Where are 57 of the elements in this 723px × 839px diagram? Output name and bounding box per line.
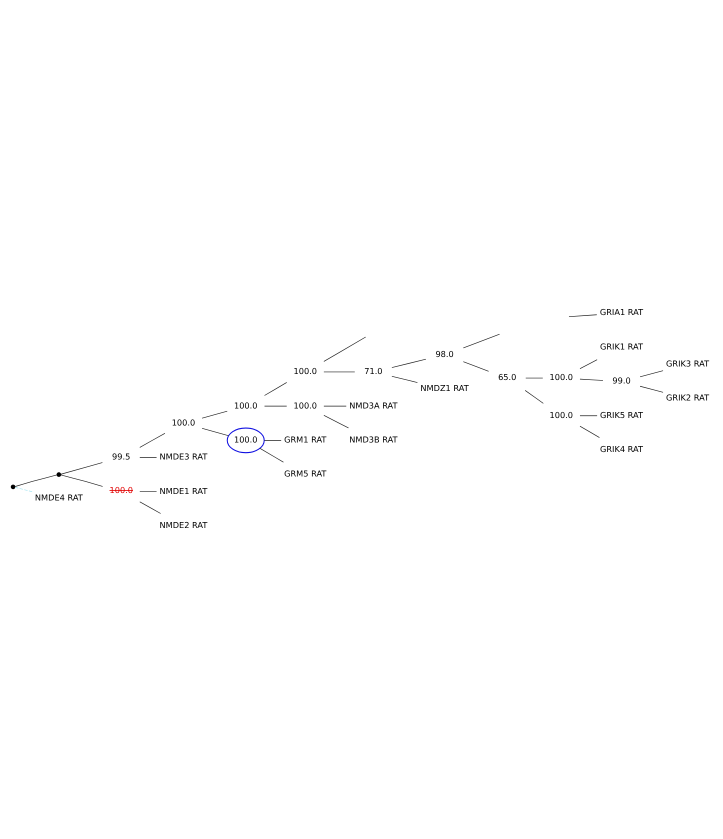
connector	[580, 378, 604, 381]
connector	[60, 474, 103, 487]
node-text: GRM1 RAT	[284, 434, 326, 444]
connector	[14, 486, 32, 492]
node-text: GRIK1 RAT	[600, 341, 644, 352]
node-point	[10, 484, 16, 490]
connector	[14, 474, 58, 487]
node-text: 100.0	[550, 372, 574, 382]
connector	[324, 414, 349, 428]
node-text: NMDE4 RAT	[34, 492, 83, 503]
connector	[580, 359, 598, 370]
connector	[139, 491, 157, 492]
connector	[524, 390, 544, 404]
node-text: 98.0	[435, 348, 454, 359]
node-text: 100.0	[234, 400, 258, 410]
node-text: 99.5	[112, 452, 130, 462]
connector	[640, 386, 664, 393]
connector	[60, 462, 103, 475]
connector	[462, 334, 500, 348]
node-text: 100.0	[294, 366, 318, 376]
node-text: 100.0	[110, 485, 134, 496]
connector	[139, 432, 166, 448]
connector	[580, 426, 600, 438]
connector	[640, 370, 664, 378]
connector	[392, 358, 426, 368]
connector	[462, 361, 489, 372]
node-ellipse: 100.0	[226, 428, 265, 454]
node-point	[56, 472, 62, 477]
node-text: GRIK3 RAT	[666, 358, 710, 369]
node-text: GRIK4 RAT	[600, 444, 644, 454]
connector	[392, 376, 418, 383]
node-text: NMDE3 RAT	[159, 452, 208, 462]
connector	[264, 382, 288, 396]
connector	[139, 457, 157, 458]
connector	[568, 314, 598, 318]
node-text: 100.0	[294, 400, 318, 410]
node-text: NMD3B RAT	[349, 434, 398, 444]
connector	[260, 448, 284, 462]
node-text: 99.0	[612, 376, 631, 386]
node-text: NMDZ1 RAT	[420, 383, 469, 394]
node-text: GRIA1 RAT	[600, 307, 644, 318]
node-text: 100.0	[172, 417, 196, 428]
connector	[202, 410, 228, 419]
node-text: NMDE1 RAT	[159, 486, 208, 496]
node-text: GRIK2 RAT	[666, 392, 710, 403]
node-text: NMD3A RAT	[349, 400, 398, 410]
node-text: 100.0	[550, 410, 574, 420]
node-text: NMDE2 RAT	[159, 520, 208, 530]
node-text: GRIK5 RAT	[600, 410, 644, 420]
connector	[264, 440, 282, 441]
connector	[202, 428, 229, 436]
node-text: GRM5 RAT	[284, 468, 326, 479]
connector	[139, 501, 161, 514]
node-text: 65.0	[498, 372, 516, 382]
connector	[580, 415, 598, 416]
connector	[324, 336, 366, 362]
node-text: 71.0	[364, 366, 383, 376]
